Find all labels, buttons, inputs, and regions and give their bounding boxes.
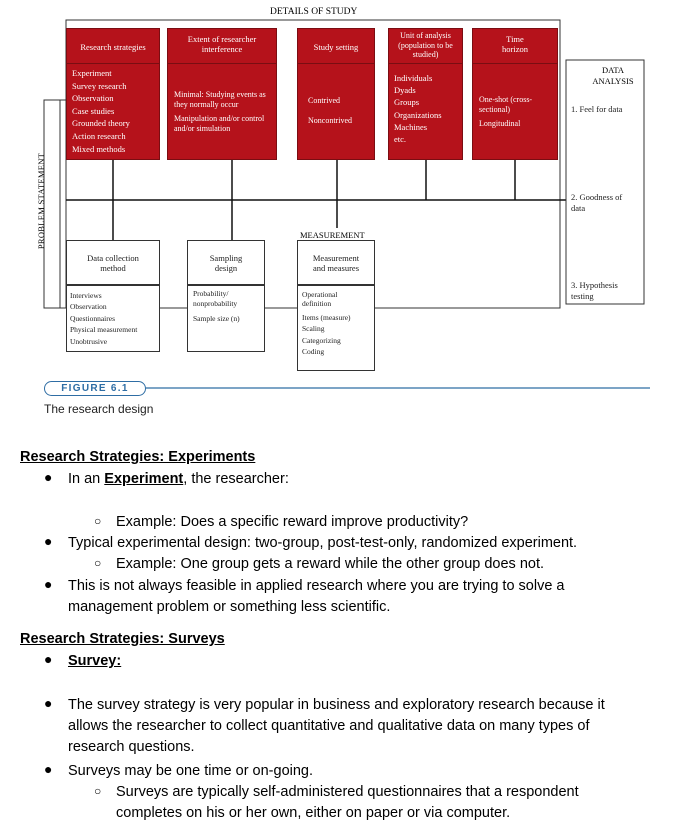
list-item: Physical measurement bbox=[70, 325, 138, 335]
unit-of-analysis-list: Individuals Dyads Groups Organizations M… bbox=[388, 63, 463, 160]
research-strategies-list: Experiment Survey research Observation C… bbox=[66, 63, 160, 160]
list-item: Grounded theory bbox=[72, 118, 130, 129]
bullet-icon: ● bbox=[44, 695, 53, 711]
bullet-not-feasible-line1: This is not always feasible in applied r… bbox=[68, 578, 565, 594]
list-item: Dyads bbox=[394, 85, 416, 96]
list-item: Survey research bbox=[72, 80, 127, 91]
problem-statement-label: PROBLEM STATEMENT bbox=[36, 152, 46, 250]
list-item: Operational definition bbox=[302, 290, 338, 308]
bullet-typical-design: Typical experimental design: two-group, … bbox=[68, 535, 578, 551]
research-design-figure: DETAILS OF STUDY PROBLEM STATEMENT Resea… bbox=[36, 7, 650, 416]
sampling-design-list: Probability/ nonprobability Sample size … bbox=[187, 285, 265, 352]
measurement-measures-header: Measurement and measures bbox=[297, 240, 375, 285]
list-item: Observation bbox=[72, 93, 114, 104]
data-analysis-header: DATA ANALYSIS bbox=[592, 65, 634, 86]
list-item: Organizations bbox=[394, 109, 442, 120]
measurement-measures-list: Operational definition Items (measure) S… bbox=[297, 285, 375, 371]
sub-bullet-example-1: Example: Does a specific reward improve … bbox=[116, 514, 469, 530]
unit-of-analysis-header: Unit of analysis (population to be studi… bbox=[388, 28, 463, 64]
time-horizon-header: Time horizon bbox=[472, 28, 558, 64]
section-heading-surveys: Research Strategies: Surveys bbox=[20, 631, 225, 647]
data-analysis-item: 3. Hypothesis testing bbox=[571, 280, 618, 301]
data-analysis-item: 2. Goodness of data bbox=[571, 192, 623, 213]
figure-number-label: FIGURE 6.1 bbox=[44, 381, 146, 396]
list-item: Coding bbox=[302, 347, 325, 357]
data-analysis-item: 1. Feel for data bbox=[571, 104, 623, 114]
list-item: Longitudinal bbox=[479, 119, 521, 128]
list-item: etc. bbox=[394, 134, 407, 145]
bullet-icon: ● bbox=[44, 761, 53, 777]
list-item: Unobtrusive bbox=[70, 336, 108, 346]
list-item: Interviews bbox=[70, 291, 102, 300]
bullet-survey: Survey: bbox=[68, 651, 121, 671]
bullet-icon: ● bbox=[44, 576, 53, 592]
list-item: Questionnaires bbox=[70, 313, 115, 323]
list-item: Probability/ nonprobability bbox=[193, 289, 238, 308]
study-setting-list: Contrived Noncontrived bbox=[297, 63, 375, 160]
figure-lines bbox=[43, 19, 650, 389]
list-item: Case studies bbox=[72, 105, 115, 116]
list-item: Contrived bbox=[308, 96, 340, 105]
sub-bullet-icon: ○ bbox=[94, 556, 102, 570]
bullet-survey-popular-line1: The survey strategy is very popular in b… bbox=[68, 697, 605, 713]
sub-bullet-icon: ○ bbox=[94, 784, 102, 798]
sub-bullet-self-admin-line2: completes on his or her own, either on p… bbox=[116, 805, 511, 821]
list-item: Observation bbox=[70, 302, 107, 312]
list-item: Mixed methods bbox=[72, 143, 126, 154]
list-item: Minimal: Studying events as they normall… bbox=[174, 90, 266, 109]
sampling-design-header: Sampling design bbox=[187, 240, 265, 285]
bullet-icon: ● bbox=[44, 469, 53, 485]
list-item: Items (measure) bbox=[302, 313, 351, 322]
list-item: Sample size (n) bbox=[193, 314, 240, 323]
data-collection-header: Data collection method bbox=[66, 240, 160, 285]
sub-bullet-icon: ○ bbox=[94, 514, 102, 528]
list-item: One-shot (cross-sectional) bbox=[479, 95, 533, 114]
bullet-survey-popular-line3: research questions. bbox=[68, 739, 195, 755]
bullet-icon: ● bbox=[44, 533, 53, 549]
list-item: Scaling bbox=[302, 324, 325, 334]
sub-bullet-self-admin-line1: Surveys are typically self-administered … bbox=[116, 784, 579, 800]
bullet-icon: ● bbox=[44, 651, 53, 667]
bullet-survey-popular-line2: allows the researcher to collect quantit… bbox=[68, 718, 590, 734]
list-item: Noncontrived bbox=[308, 116, 352, 125]
study-setting-header: Study setting bbox=[297, 28, 375, 64]
list-item: Experiment bbox=[72, 68, 112, 78]
measurement-label: MEASUREMENT bbox=[300, 230, 365, 240]
data-collection-list: Interviews Observation Questionnaires Ph… bbox=[66, 285, 160, 352]
section-heading-experiments: Research Strategies: Experiments bbox=[20, 449, 256, 465]
figure-caption: The research design bbox=[44, 402, 154, 416]
list-item: Action research bbox=[72, 130, 126, 141]
figure-title: DETAILS OF STUDY bbox=[270, 7, 358, 17]
list-item: Categorizing bbox=[302, 335, 341, 345]
sub-bullet-example-2: Example: One group gets a reward while t… bbox=[116, 556, 545, 572]
list-item: Groups bbox=[394, 97, 420, 108]
researcher-interference-header: Extent of researcher interference bbox=[167, 28, 277, 64]
bullet-not-feasible-line2: management problem or something less sci… bbox=[68, 599, 391, 615]
list-item: Individuals bbox=[394, 73, 433, 83]
bullet-survey-ongoing: Surveys may be one time or on-going. bbox=[68, 763, 314, 779]
experiment-link[interactable]: Experiment bbox=[104, 471, 184, 487]
list-item: Manipulation and/or control and/or simul… bbox=[174, 114, 265, 133]
bullet-experiment: In an Experiment, the researcher: bbox=[68, 471, 289, 487]
time-horizon-list: One-shot (cross-sectional) Longitudinal bbox=[472, 63, 558, 160]
list-item: Machines bbox=[394, 121, 428, 132]
researcher-interference-list: Minimal: Studying events as they normall… bbox=[167, 63, 277, 160]
survey-link[interactable]: Survey: bbox=[68, 653, 122, 669]
research-strategies-header: Research strategies bbox=[66, 28, 160, 64]
